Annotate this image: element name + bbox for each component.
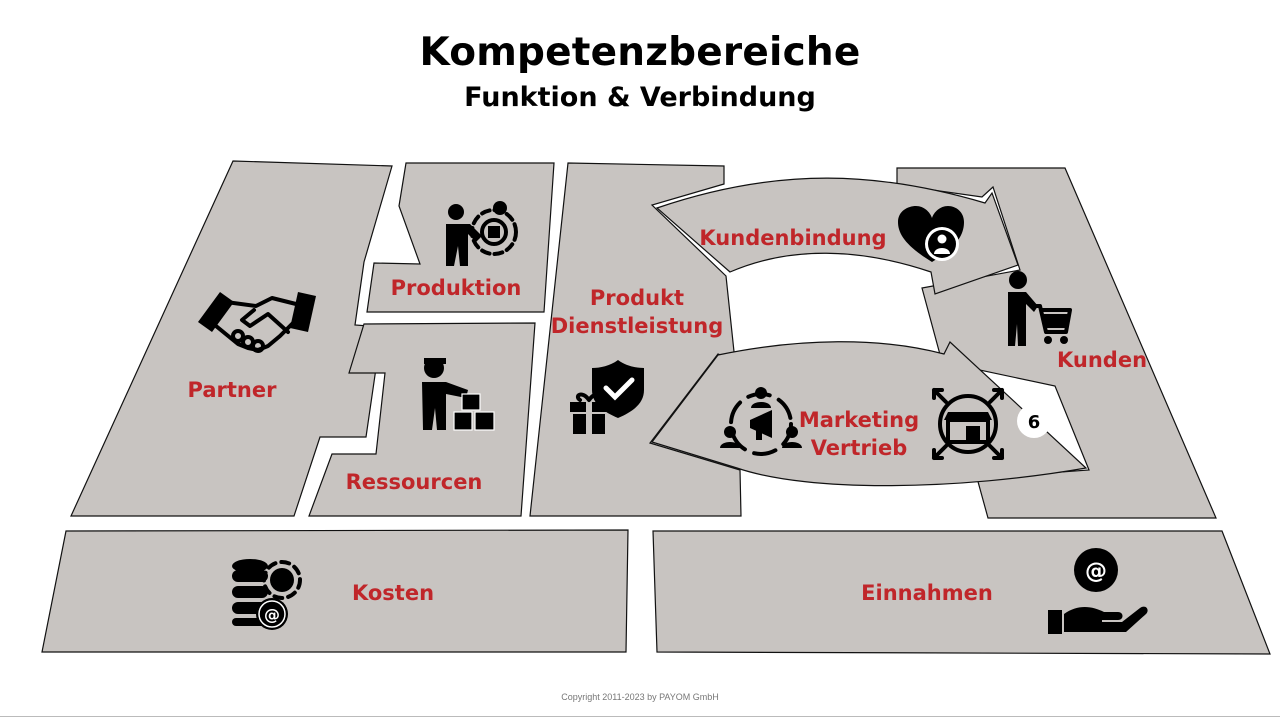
label-kunden: Kunden [1057, 348, 1147, 372]
label-dienstleistung: Dienstleistung [551, 314, 723, 338]
svg-text:@: @ [264, 605, 280, 624]
step-badge: 6 [1017, 404, 1051, 438]
bottom-divider [0, 716, 1280, 717]
page-title: Kompetenzbereiche [419, 30, 861, 75]
shopping-cart-icon [1008, 271, 1072, 346]
label-einnahmen: Einnahmen [861, 581, 993, 605]
area-kosten[interactable] [41, 529, 629, 653]
heart-user-icon [898, 206, 964, 262]
svg-text:@: @ [1085, 559, 1107, 584]
person-boxes-icon [422, 358, 495, 431]
database-gear-icon: @ [232, 559, 302, 630]
gift-shield-icon [570, 360, 644, 434]
area-ressourcen[interactable] [308, 322, 536, 517]
person-gear-icon [446, 201, 518, 266]
label-vertrieb: Vertrieb [811, 436, 908, 460]
label-kundenbindung: Kundenbindung [699, 226, 886, 250]
area-kunden[interactable] [896, 167, 1217, 519]
label-marketing: Marketing [799, 408, 919, 432]
label-produkt: Produkt [590, 286, 684, 310]
label-produktion: Produktion [391, 276, 522, 300]
hand-at-icon: @ [1048, 548, 1148, 634]
svg-text:6: 6 [1028, 412, 1041, 433]
megaphone-team-icon [720, 387, 802, 456]
label-kosten: Kosten [352, 581, 434, 605]
handshake-icon [198, 292, 316, 353]
label-ressourcen: Ressourcen [346, 470, 483, 494]
label-partner: Partner [188, 378, 278, 402]
area-kundenbindung[interactable] [655, 177, 1019, 295]
page-subtitle: Funktion & Verbindung [464, 82, 816, 113]
copyright-footer: Copyright 2011-2023 by PAYOM GmbH [561, 692, 719, 702]
shop-arrows-icon [932, 388, 1004, 460]
